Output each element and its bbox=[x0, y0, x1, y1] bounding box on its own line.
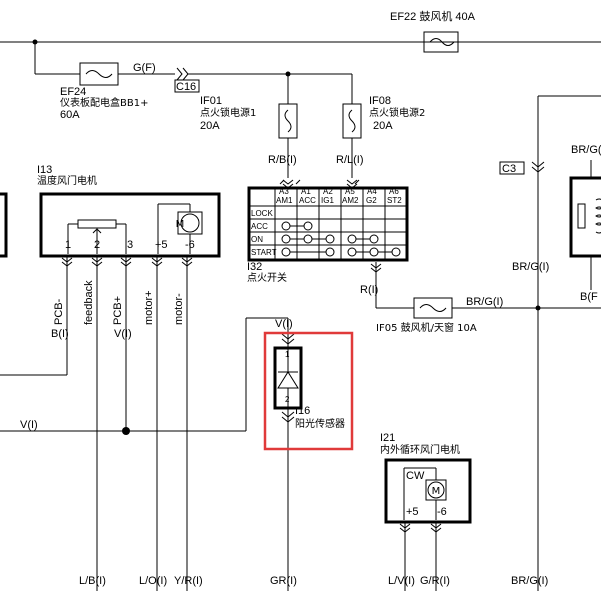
switch-header-top-3: A5 bbox=[345, 187, 355, 196]
brg-mid-label: BR/G(I) bbox=[512, 261, 549, 273]
i13-pin-4: +5 bbox=[155, 239, 168, 251]
top-bus bbox=[0, 39, 601, 75]
brg-top-label: BR/G( bbox=[571, 144, 601, 156]
if01-amp: 20A bbox=[200, 120, 220, 132]
switch-contacts-start bbox=[281, 247, 401, 257]
i16-pin-2: 2 bbox=[285, 395, 290, 404]
i16-name: 阳光传感器 bbox=[295, 417, 345, 430]
fuse-if05 bbox=[413, 297, 453, 319]
switch-header-bottom-3: AM2 bbox=[342, 196, 359, 205]
switch-header-top-0: A3 bbox=[279, 187, 289, 196]
rl-label: R/L(I) bbox=[336, 154, 364, 166]
wire-label-pcb-plus: PCB+ bbox=[112, 296, 124, 325]
blower-motor-partial bbox=[569, 160, 601, 290]
switch-header-bottom-1: ACC bbox=[299, 196, 316, 205]
i13-wires bbox=[0, 256, 288, 591]
fuse-ef24 bbox=[79, 62, 119, 86]
bottom-label-gr: GR(I) bbox=[270, 575, 297, 587]
fuse-if01 bbox=[278, 103, 298, 139]
switch-contacts-acc bbox=[281, 221, 313, 231]
sun-sensor-i16: V(I) bbox=[263, 318, 354, 591]
if01-code: IF01 bbox=[200, 95, 222, 107]
i13-motor-m: M bbox=[176, 219, 185, 230]
ef22-label: EF22 鼓风机 40A bbox=[390, 9, 476, 23]
r-label: R(I) bbox=[360, 284, 378, 296]
bottom-label-brg: BR/G(I) bbox=[511, 575, 548, 587]
rb-label: R/B(I) bbox=[268, 154, 297, 166]
recirc-door-motor-i21 bbox=[384, 458, 472, 591]
v-left-label: V(I) bbox=[20, 419, 38, 431]
bottom-label-lb: L/B(I) bbox=[79, 575, 106, 587]
wire-label-feedback: feedback bbox=[83, 280, 95, 325]
wire-label-motor-plus: motor+ bbox=[143, 290, 155, 325]
i13-pin-3: 3 bbox=[127, 239, 133, 251]
bottom-label-lv: L/V(I) bbox=[388, 575, 415, 587]
i13-pin-5: -6 bbox=[185, 239, 195, 251]
i16-pin-1: 1 bbox=[285, 350, 290, 359]
switch-row-start: START bbox=[251, 248, 277, 257]
i13-name: 温度风门电机 bbox=[37, 174, 97, 187]
i13-pin-2: 2 bbox=[94, 239, 100, 251]
v-pcb-label: V(I) bbox=[114, 328, 132, 340]
switch-row-acc: ACC bbox=[251, 222, 268, 231]
right-brg-wire bbox=[531, 95, 601, 591]
fuse-if08 bbox=[342, 103, 362, 139]
i32-code: I32 bbox=[247, 261, 262, 273]
i21-pin-minus6: -6 bbox=[437, 506, 447, 518]
switch-header-bottom-5: ST2 bbox=[387, 196, 402, 205]
i13-pin-1: 1 bbox=[65, 239, 71, 251]
i21-cw: CW bbox=[406, 470, 425, 482]
switch-header-bottom-4: G2 bbox=[366, 196, 377, 205]
switch-header-top-4: A4 bbox=[367, 187, 377, 196]
wire-label-pcb-minus: PCB- bbox=[53, 298, 65, 325]
c3-label: C3 bbox=[502, 163, 516, 175]
i16-code: I16 bbox=[295, 405, 310, 417]
if05-label: IF05 鼓风机/天窗 10A bbox=[376, 321, 477, 334]
switch-header-top-1: A1 bbox=[301, 187, 311, 196]
if08-amp: 20A bbox=[373, 120, 393, 132]
switch-contacts-on bbox=[281, 234, 379, 244]
temp-door-motor-i13 bbox=[39, 192, 221, 258]
gf-label: G(F) bbox=[133, 62, 156, 74]
c16-label: C16 bbox=[176, 81, 196, 93]
ef24-name: 仪表板配电盒BB1+ bbox=[60, 96, 148, 109]
i21-name: 内外循环风门电机 bbox=[380, 443, 460, 456]
highlight-box bbox=[263, 331, 354, 451]
connector-c16-symbol bbox=[176, 67, 189, 81]
wire-label-motor-minus: motor- bbox=[173, 293, 185, 325]
i32-name: 点火开关 bbox=[247, 271, 287, 284]
b-pcb-label: B(I) bbox=[51, 328, 69, 340]
switch-header-top-2: A2 bbox=[323, 187, 333, 196]
i21-motor-m: M bbox=[432, 486, 441, 497]
switch-row-on: ON bbox=[251, 235, 263, 244]
switch-row-lock: LOCK bbox=[251, 209, 273, 218]
brf-label: B(F bbox=[580, 291, 598, 303]
if08-name: 点火锁电源2 bbox=[369, 106, 425, 119]
ignition-switch-i32: A3 A1 A2 A5 A4 A6 AM1 ACC IG1 AM2 G2 ST2… bbox=[247, 186, 409, 262]
bottom-label-gr2: G/R(I) bbox=[420, 575, 450, 587]
i21-pin-plus5: +5 bbox=[406, 506, 419, 518]
left-component-partial bbox=[0, 192, 8, 258]
switch-header-top-5: A6 bbox=[389, 187, 399, 196]
if08-code: IF08 bbox=[369, 95, 391, 107]
ef24-amp: 60A bbox=[60, 109, 80, 121]
v-top-label: V(I) bbox=[275, 318, 293, 330]
switch-header-bottom-0: AM1 bbox=[276, 196, 293, 205]
brg-if05-label: BR/G(I) bbox=[466, 296, 503, 308]
switch-header-bottom-2: IG1 bbox=[321, 196, 334, 205]
bottom-label-lo: L/O(I) bbox=[139, 575, 167, 587]
i21-code: I21 bbox=[380, 432, 395, 444]
bottom-label-yr: Y/R(I) bbox=[174, 575, 203, 587]
if01-name: 点火锁电源1 bbox=[200, 106, 256, 119]
ef24-code: EF24 bbox=[60, 86, 86, 98]
fuse-ef22 bbox=[423, 31, 459, 53]
i13-code: I13 bbox=[37, 164, 52, 176]
